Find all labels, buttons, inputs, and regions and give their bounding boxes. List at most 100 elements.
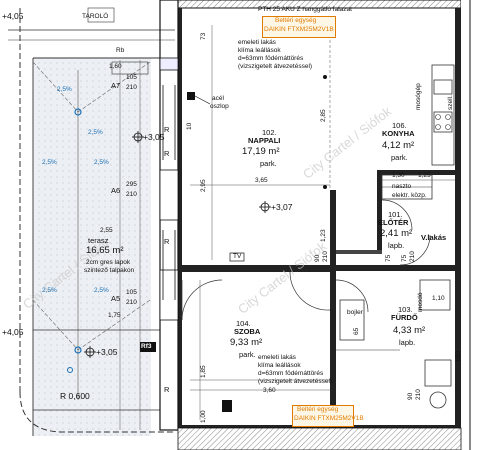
- slope-label: 2,5%: [94, 159, 109, 166]
- dim-label: 2,55: [100, 227, 113, 234]
- hall-floor: lapb.: [388, 241, 405, 250]
- dim-label: 1,10: [432, 295, 445, 302]
- r-label-2: R: [164, 149, 170, 158]
- unit-note-top-line2: DAIKIN FTXM25M2V1B: [264, 26, 334, 33]
- unit-note-top-line1: Beltéri egység: [275, 17, 317, 24]
- dim-label: 1,23: [320, 229, 327, 242]
- bedroom-number: 104.: [236, 319, 251, 328]
- dim-label: 1,85: [200, 365, 207, 378]
- dim-label: 210: [126, 84, 137, 91]
- dim-label: 105: [126, 289, 137, 296]
- bedroom-name: SZOBA: [234, 327, 261, 336]
- ceiling-note-top-4: (vizszigetelt átvezetéssel): [238, 63, 313, 70]
- r-label-4: R: [164, 385, 170, 394]
- bedroom-floor: park.: [239, 350, 256, 359]
- living-room-name: NAPPALI: [248, 136, 281, 145]
- bedroom-area: 9,33 m²: [230, 337, 263, 348]
- dim-label: 1,25: [418, 172, 431, 179]
- dim-label: 210: [322, 251, 329, 262]
- slope-label: 2,5%: [42, 159, 57, 166]
- dim-label: 2,95: [200, 179, 207, 192]
- dim-label: 3,60: [263, 387, 276, 394]
- door-a6: A6: [111, 186, 121, 195]
- unit-note-top-box: [262, 16, 336, 38]
- living-room-number: 102.: [262, 128, 277, 137]
- terrace-area: [33, 58, 151, 436]
- elevation-living-terrace: +3,05: [143, 132, 165, 142]
- bath-floor: lapb.: [399, 338, 416, 347]
- r-label-1: R: [164, 125, 170, 134]
- ceiling-note-bottom-1: emeleti lakás: [258, 354, 296, 361]
- door-a5: A5: [111, 294, 121, 303]
- bath-number: 103.: [398, 305, 413, 314]
- unit-note-bottom-line1: Beltéri egység: [297, 406, 339, 413]
- hall-number: 101.: [388, 210, 403, 219]
- bath-name: FÜRDŐ: [391, 313, 418, 322]
- bojler-label: bojler: [347, 309, 363, 316]
- dim-label: 75: [385, 254, 392, 262]
- ceiling-note-bottom-4: (vizszigetelt átvezetéssel): [258, 378, 333, 385]
- kitchen-area: 4,12 m²: [382, 140, 415, 151]
- terrace-name: terasz: [88, 236, 109, 245]
- szell-label: szell.: [447, 95, 454, 110]
- dim-label: 1,75: [108, 312, 121, 319]
- dim-label: 3,65: [255, 177, 268, 184]
- rb-label: Rb: [116, 47, 125, 54]
- elevation-top-left: +4,05: [2, 11, 24, 21]
- dim-label: 295: [126, 181, 137, 188]
- rf3-label: Rf3: [141, 343, 152, 350]
- elevation-bottom-left: +4,05: [2, 327, 24, 337]
- living-room-area: 17,19 m²: [242, 146, 280, 157]
- dim-label: 210: [409, 251, 416, 262]
- unit-note-bottom-box: [292, 405, 354, 427]
- terrace-floor-1: 2cm gres lapok: [86, 259, 131, 266]
- kitchen-floor: park.: [391, 153, 408, 162]
- dim-label: 1,60: [109, 63, 122, 70]
- slope-label: 2,5%: [57, 86, 72, 93]
- unit-note-bottom-line2: DAIKIN FTXM25M2V1B: [294, 415, 364, 422]
- slope-label: 2,5%: [94, 287, 109, 294]
- ceiling-note-bottom-2: klíma leállások: [258, 362, 301, 369]
- slope-label: 2,5%: [88, 129, 103, 136]
- terrace-area: 16,65 m²: [86, 245, 124, 256]
- dim-label: 1,30: [392, 172, 405, 179]
- dim-label: 90: [314, 254, 321, 262]
- mosdo-label: mosdó: [417, 292, 424, 312]
- dim-label: 75: [401, 254, 408, 262]
- mosogep-label: mosógép: [415, 83, 422, 110]
- v-lakas-label: V.lakás: [421, 233, 447, 242]
- elektr-label: elektr. közp.: [392, 192, 427, 199]
- dim-label: 2,85: [320, 109, 327, 122]
- kitchen-name: KONYHA: [382, 129, 415, 138]
- dim-label: 105: [126, 74, 137, 81]
- header-wall-text: PTH 25 AKU Z hanggátló falazat: [258, 6, 352, 13]
- dim-label: 210: [415, 389, 422, 400]
- tv-label: TV: [233, 253, 242, 260]
- dim-label: 65: [353, 327, 360, 335]
- hall-area: 2,41 m²: [380, 228, 413, 239]
- naszto-label: naszto: [392, 183, 412, 190]
- ceiling-note-top-3: d=63mm födémáttörés: [238, 55, 304, 62]
- dim-label: 210: [126, 191, 137, 198]
- hall-name: ELŐTÉR: [378, 218, 409, 227]
- terrace-floor-2: szintező talpakon: [84, 267, 135, 274]
- ceiling-note-top-1: emeleti lakás: [238, 39, 276, 46]
- door-a7: A7: [111, 81, 121, 90]
- bath-area: 4,33 m²: [393, 325, 426, 336]
- radius-label: R 0,600: [60, 391, 90, 401]
- dim-label: 1,00: [200, 410, 207, 423]
- kitchen-number: 106.: [392, 121, 407, 130]
- dim-label: 150: [455, 351, 462, 362]
- column-note-1: acél: [212, 95, 224, 102]
- slope-label: 2,5%: [42, 287, 57, 294]
- elevation-living: +3,07: [271, 202, 293, 212]
- dim-label: 73: [200, 32, 207, 40]
- ceiling-note-top-2: klíma leállások: [238, 47, 281, 54]
- dim-label: 90: [407, 392, 414, 400]
- living-room-floor: park.: [260, 159, 277, 168]
- elevation-terrace-bottom: +3,05: [96, 347, 118, 357]
- ceiling-note-bottom-3: d=63mm födémáttörés: [258, 370, 324, 377]
- r-label-3: R: [164, 237, 170, 246]
